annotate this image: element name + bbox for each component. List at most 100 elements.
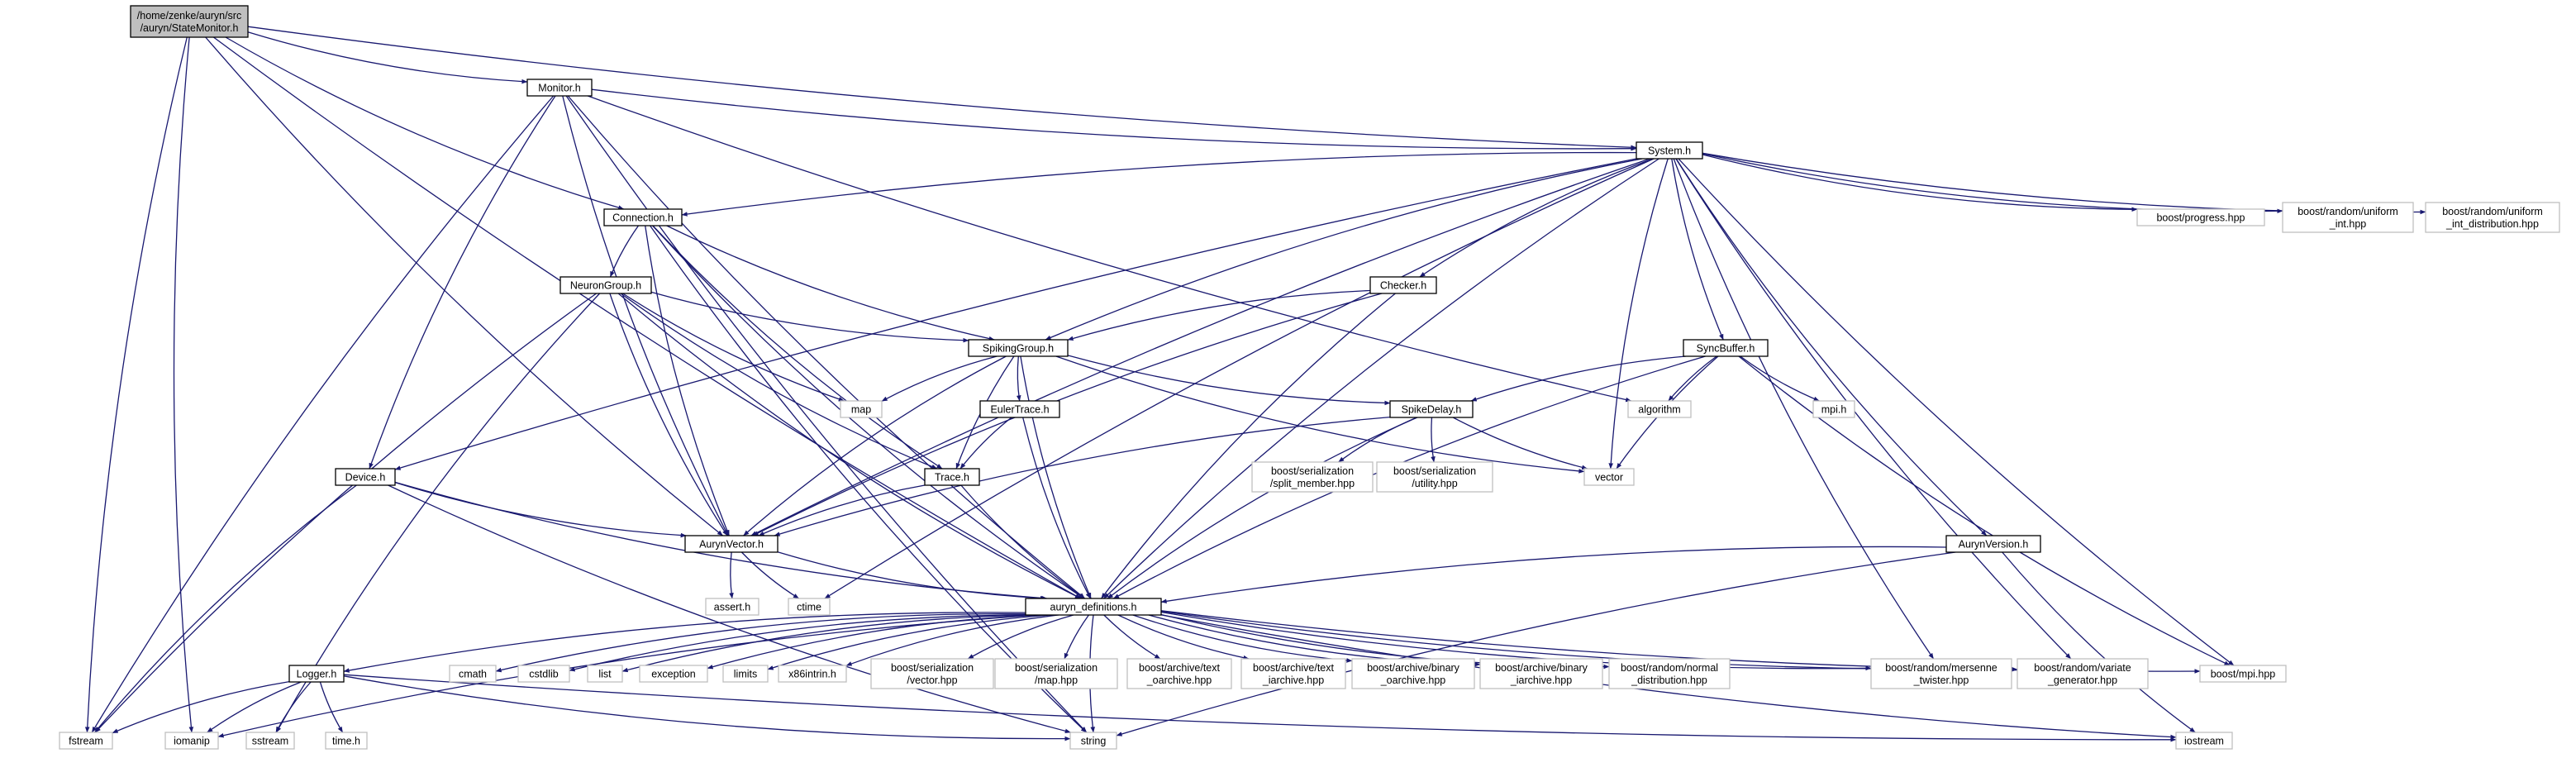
node-box xyxy=(245,732,295,750)
edge-system-to-connection xyxy=(681,151,1637,217)
node-aurynversion-h[interactable]: AurynVersion.h xyxy=(1945,535,2041,553)
node-spikinggroup-h[interactable]: SpikingGroup.h xyxy=(968,339,1069,357)
edge-logger-to-fstream xyxy=(112,680,290,734)
node-fstream: fstream xyxy=(59,732,113,750)
node-mpi-h: mpi.h xyxy=(1812,400,1855,418)
node-box xyxy=(1025,598,1162,616)
node-label: assert.h xyxy=(714,601,751,613)
node-box xyxy=(517,665,570,683)
edge-trace-to-defs xyxy=(960,484,1085,599)
node-vector: vector xyxy=(1583,468,1635,486)
node-label: Connection.h xyxy=(612,212,674,223)
node-box xyxy=(870,658,994,689)
node-monitor-h[interactable]: Monitor.h xyxy=(526,79,593,97)
node-label: Logger.h xyxy=(297,668,337,679)
node-label: boost/random/normal_distribution.hpp xyxy=(1621,662,1718,686)
node-neurongroup-h[interactable]: NeuronGroup.h xyxy=(559,276,652,294)
node-box xyxy=(979,400,1060,418)
node-box xyxy=(2136,208,2265,226)
node-label: AurynVector.h xyxy=(699,538,764,550)
edge-defs-to-limits xyxy=(767,614,1051,670)
edge-checker-to-defs xyxy=(1101,293,1396,599)
node-box xyxy=(288,665,345,683)
edge-defs-to-textiarchive xyxy=(1117,614,1250,660)
node-iomanip: iomanip xyxy=(164,732,219,750)
node-home-zenke-auryn-src-auryn-statemonitor-h[interactable]: /home/zenke/auryn/src/auryn/StateMonitor… xyxy=(130,5,249,38)
edge-aurynversion-to-string xyxy=(1116,551,1956,737)
node-auryn-definitions-h[interactable]: auryn_definitions.h xyxy=(1025,598,1162,616)
node-label: fstream xyxy=(69,735,103,746)
edge-logger-to-string xyxy=(343,675,1071,741)
node-label: /home/zenke/auryn/src/auryn/StateMonitor… xyxy=(137,10,241,34)
node-cstdlib: cstdlib xyxy=(517,665,570,683)
node-label: list xyxy=(598,668,612,679)
edges-layer xyxy=(84,26,2426,742)
node-box xyxy=(705,598,759,616)
node-label: ctime xyxy=(797,601,821,613)
node-boost-random-variate-generator-hpp: boost/random/variate_generator.hpp xyxy=(2017,658,2149,689)
edge-statemonitor-to-monitor xyxy=(247,31,528,84)
node-box xyxy=(449,665,497,683)
edge-spikedelay-to-serutility xyxy=(1431,417,1436,463)
edge-system-to-vector xyxy=(1608,158,1669,470)
edge-system-to-checker xyxy=(1419,158,1654,278)
node-aurynvector-h[interactable]: AurynVector.h xyxy=(684,535,779,553)
node-device-h[interactable]: Device.h xyxy=(335,468,396,486)
node-label: SyncBuffer.h xyxy=(1697,342,1755,354)
node-label: algorithm xyxy=(1638,403,1680,415)
edge-checker-to-spikinggroup xyxy=(1067,289,1371,341)
node-box xyxy=(325,732,368,750)
node-connection-h[interactable]: Connection.h xyxy=(603,208,683,226)
edge-monitor-to-device xyxy=(369,95,556,470)
edge-defs-to-mersenne xyxy=(1160,611,1872,671)
node-box xyxy=(1627,400,1692,418)
node-box xyxy=(639,665,708,683)
edge-defs-to-textoarchive xyxy=(1103,614,1161,660)
node-box xyxy=(1251,461,1374,493)
node-boost-progress-hpp: boost/progress.hpp xyxy=(2136,208,2265,226)
node-algorithm: algorithm xyxy=(1627,400,1692,418)
node-box xyxy=(1376,461,1493,493)
node-logger-h[interactable]: Logger.h xyxy=(288,665,345,683)
edge-spikedelay-to-defs xyxy=(1107,417,1418,599)
edge-connection-to-trace xyxy=(652,225,943,470)
edge-spikinggroup-to-eulertrace xyxy=(1016,355,1021,402)
node-label: boost/random/variate_generator.hpp xyxy=(2034,662,2131,686)
edge-system-to-ctime xyxy=(824,158,1655,599)
node-label: boost/mpi.hpp xyxy=(2211,668,2276,679)
node-box xyxy=(59,732,113,750)
node-box xyxy=(587,665,623,683)
edge-system-to-aurynvector xyxy=(750,158,1650,536)
edge-eulertrace-to-defs xyxy=(1022,417,1091,599)
edge-neurongroup-to-map xyxy=(622,293,845,402)
node-checker-h[interactable]: Checker.h xyxy=(1369,276,1437,294)
edge-defs-to-logger xyxy=(343,612,1026,673)
node-box xyxy=(924,468,980,486)
edge-system-to-syncbuffer xyxy=(1671,158,1724,341)
edge-defs-to-iostream xyxy=(1160,614,2177,740)
node-trace-h[interactable]: Trace.h xyxy=(924,468,980,486)
edge-spikinggroup-to-vector xyxy=(1055,355,1585,474)
edge-spikedelay-to-aurynvector xyxy=(774,416,1391,536)
node-box xyxy=(994,658,1118,689)
node-spikedelay-h[interactable]: SpikeDelay.h xyxy=(1389,400,1474,418)
node-boost-random-normal-distribution-hpp: boost/random/normal_distribution.hpp xyxy=(1608,658,1731,689)
node-system-h[interactable]: System.h xyxy=(1636,141,1703,160)
node-box xyxy=(788,598,831,616)
node-box xyxy=(559,276,652,294)
node-box xyxy=(164,732,219,750)
node-map: map xyxy=(840,400,883,418)
node-box xyxy=(968,339,1069,357)
node-box xyxy=(1126,658,1232,689)
edge-connection-to-neurongroup xyxy=(609,225,640,278)
edge-statemonitor-to-connection xyxy=(225,36,625,210)
edge-device-to-fstream xyxy=(94,484,357,733)
node-boost-random-uniform-int-hpp: boost/random/uniform_int.hpp xyxy=(2282,202,2414,233)
node-syncbuffer-h[interactable]: SyncBuffer.h xyxy=(1683,339,1769,357)
edge-spikinggroup-to-aurynvector xyxy=(743,355,1007,536)
node-box xyxy=(684,535,779,553)
node-box xyxy=(1608,658,1731,689)
node-eulertrace-h[interactable]: EulerTrace.h xyxy=(979,400,1060,418)
node-box xyxy=(840,400,883,418)
